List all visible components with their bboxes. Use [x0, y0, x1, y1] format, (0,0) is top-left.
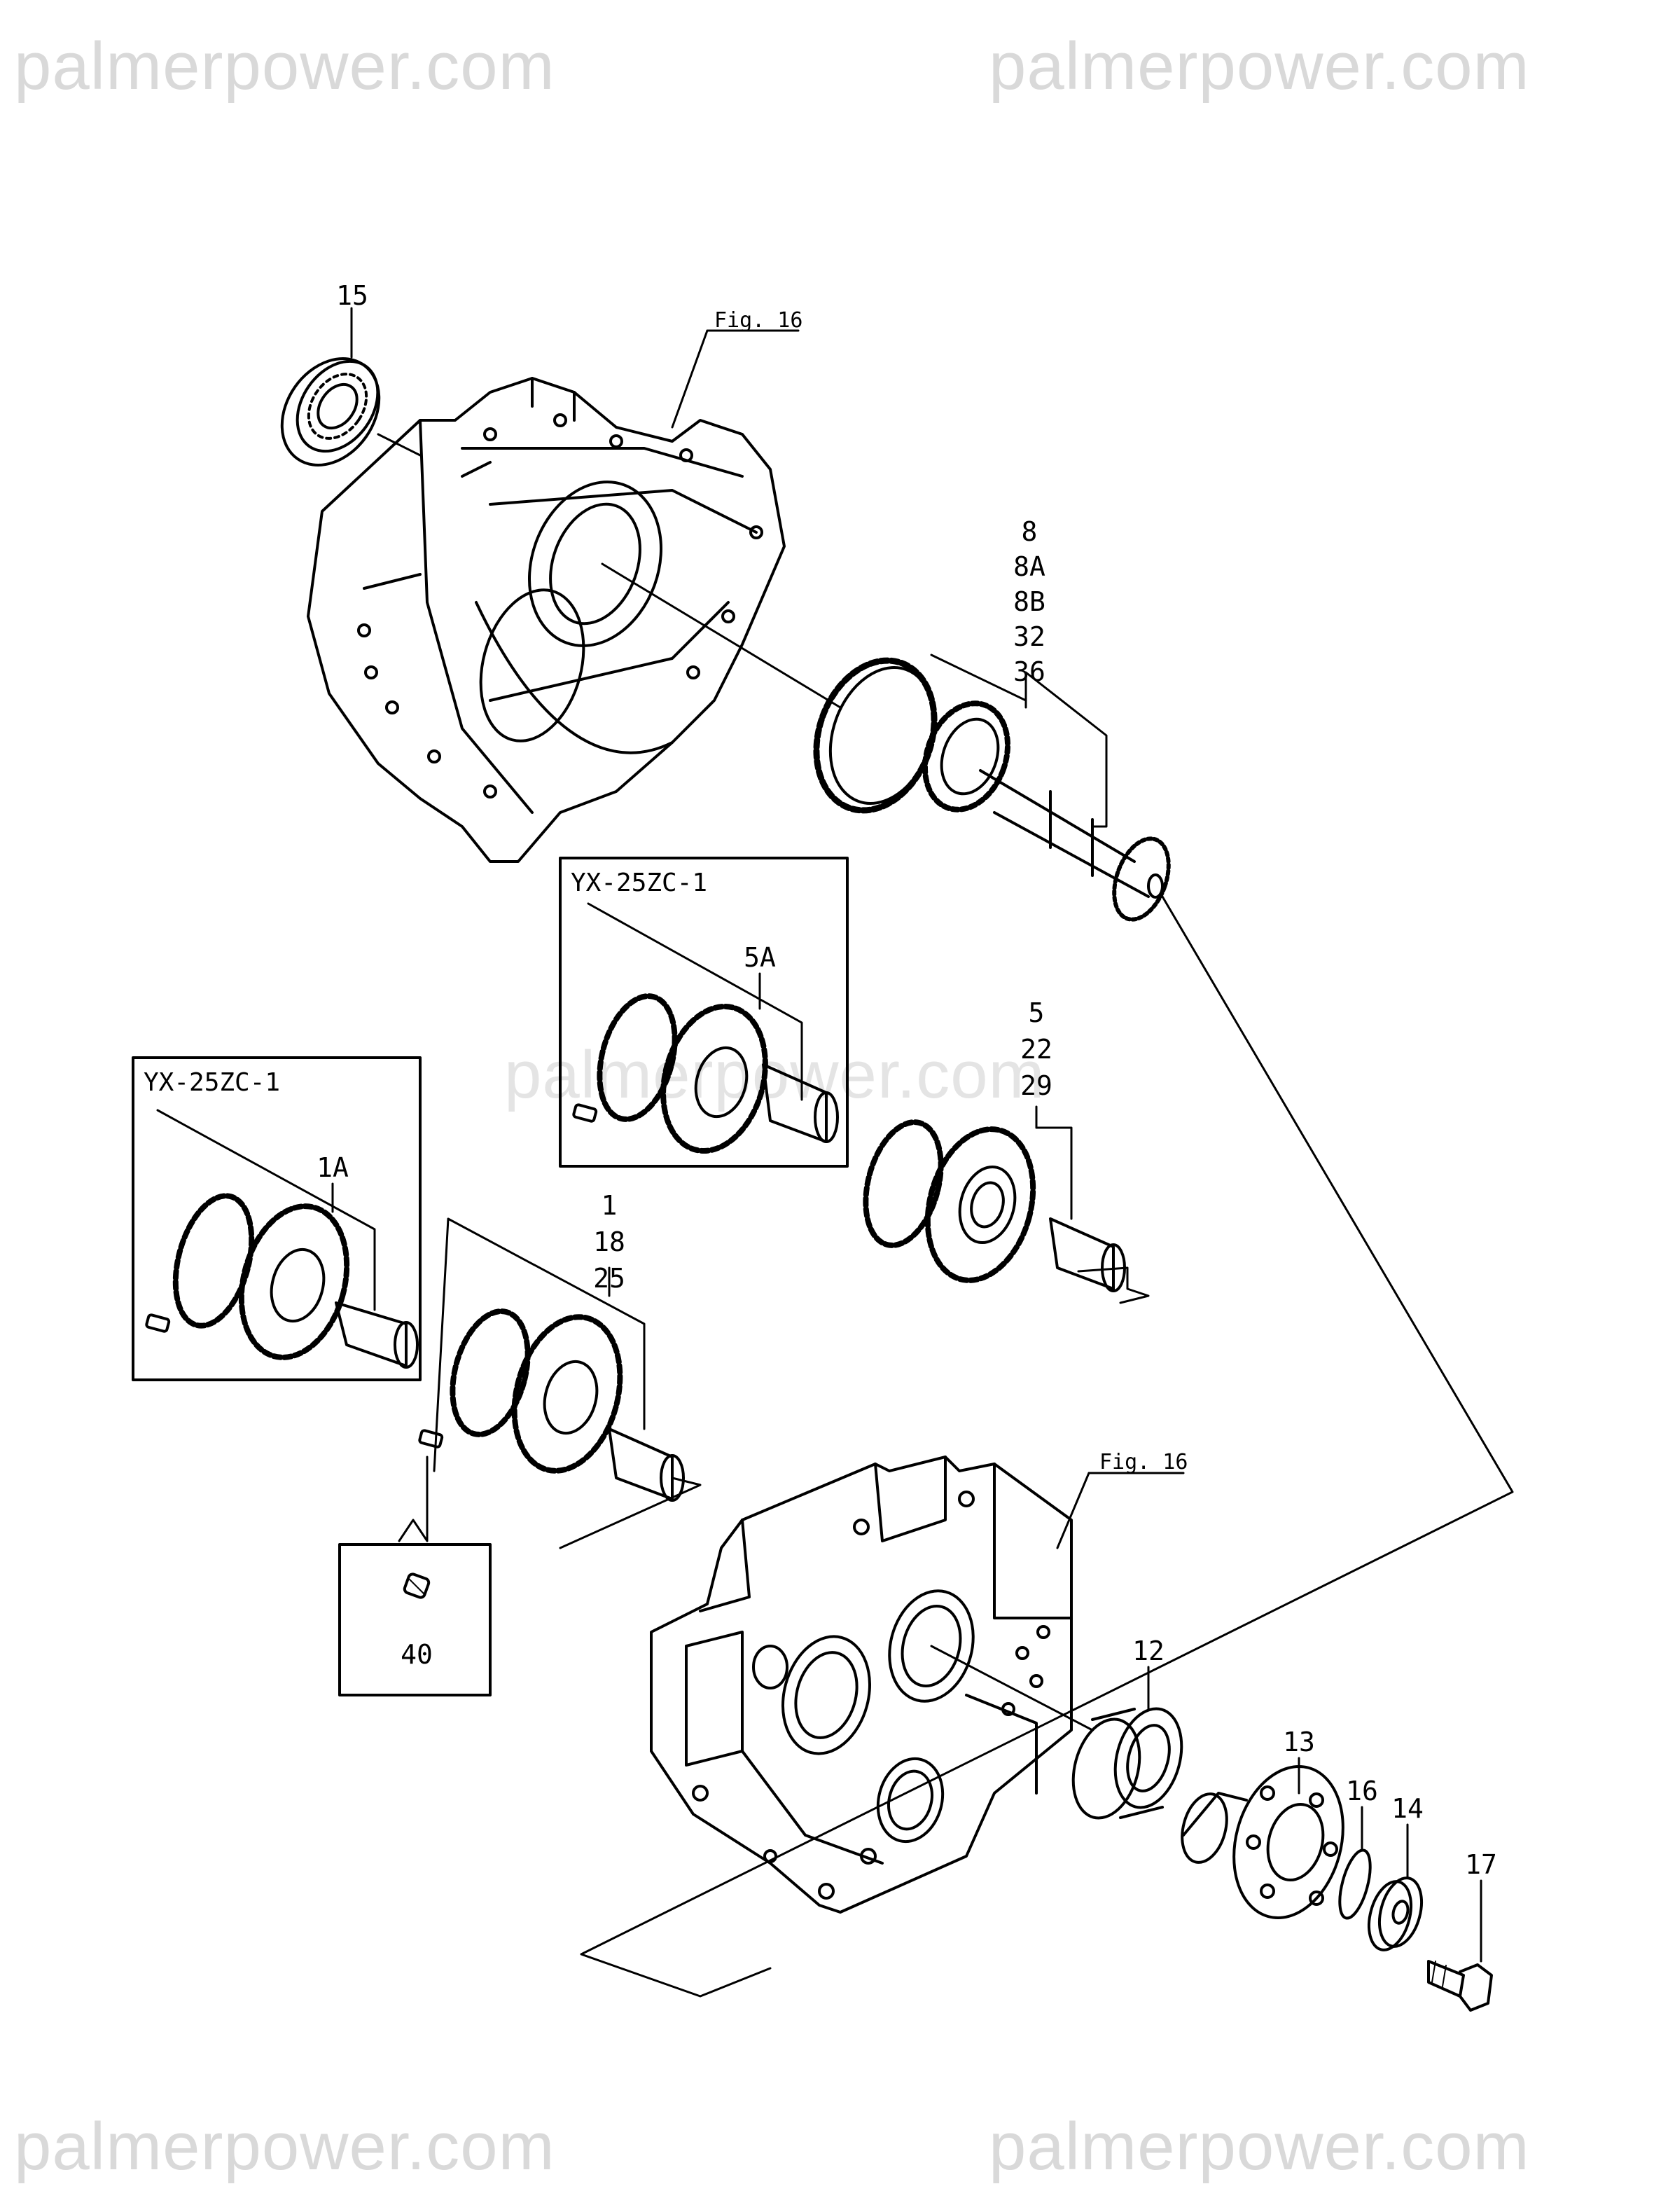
- callout-40: 40: [401, 1639, 433, 1670]
- fig-reference-bottom: Fig. 16: [1099, 1450, 1188, 1474]
- callout-5a: 5A: [744, 942, 776, 973]
- watermark-center: palmerpower.com: [504, 1037, 1045, 1112]
- callout-17: 17: [1465, 1849, 1497, 1880]
- washer-14: [1368, 1876, 1423, 1951]
- gear-1: [418, 1308, 685, 1502]
- bearing-12: [1071, 1707, 1183, 1820]
- flange-13: [1181, 1764, 1344, 1920]
- callout-16: 16: [1346, 1776, 1378, 1806]
- gear-5a: [572, 993, 839, 1154]
- fig-reference-top: Fig. 16: [714, 308, 803, 333]
- callout-gear-1-group: 1 18 25: [581, 1187, 637, 1297]
- callout-25: 25: [593, 1263, 625, 1294]
- oring-16: [1338, 1848, 1372, 1920]
- callout-18: 18: [593, 1226, 625, 1257]
- watermark-bottom-right: palmerpower.com: [989, 2109, 1530, 2184]
- callout-shaft-group: 8 8A 8B 32 36: [1001, 514, 1057, 689]
- callout-15: 15: [336, 280, 368, 311]
- callout-gear-5-group: 5 22 29: [1008, 995, 1064, 1104]
- callout-8a: 8A: [1013, 551, 1045, 582]
- callout-5: 5: [1028, 997, 1045, 1028]
- variant-box-1a: [132, 1056, 422, 1381]
- gear-1a: [145, 1193, 419, 1369]
- callout-22: 22: [1020, 1034, 1052, 1065]
- callout-12: 12: [1132, 1636, 1165, 1666]
- watermark-bottom-left: palmerpower.com: [14, 2109, 555, 2184]
- callout-36: 36: [1013, 656, 1045, 687]
- watermark-top-right: palmerpower.com: [989, 29, 1530, 104]
- callout-13: 13: [1283, 1727, 1315, 1757]
- variant-box-1a-title: YX-25ZC-1: [144, 1068, 281, 1097]
- callout-8b: 8B: [1013, 586, 1045, 617]
- gear-5: [863, 1119, 1126, 1292]
- gear-shaft-8: [813, 657, 1171, 922]
- callout-1a: 1A: [317, 1152, 349, 1183]
- bolt-17: [1427, 1960, 1493, 2012]
- callout-8: 8: [1021, 516, 1038, 547]
- watermark-top-left: palmerpower.com: [14, 29, 555, 104]
- pin-40: [403, 1572, 431, 1599]
- lower-housing: [650, 1456, 1073, 1914]
- variant-box-5a-title: YX-25ZC-1: [571, 869, 708, 897]
- callout-32: 32: [1013, 621, 1045, 652]
- callout-14: 14: [1391, 1793, 1424, 1824]
- callout-1: 1: [601, 1190, 618, 1221]
- pin-detail-box: [338, 1543, 492, 1696]
- callout-29: 29: [1020, 1070, 1052, 1101]
- variant-box-5a: [559, 857, 849, 1168]
- bearing-15: [280, 357, 381, 467]
- upper-housing: [307, 377, 786, 863]
